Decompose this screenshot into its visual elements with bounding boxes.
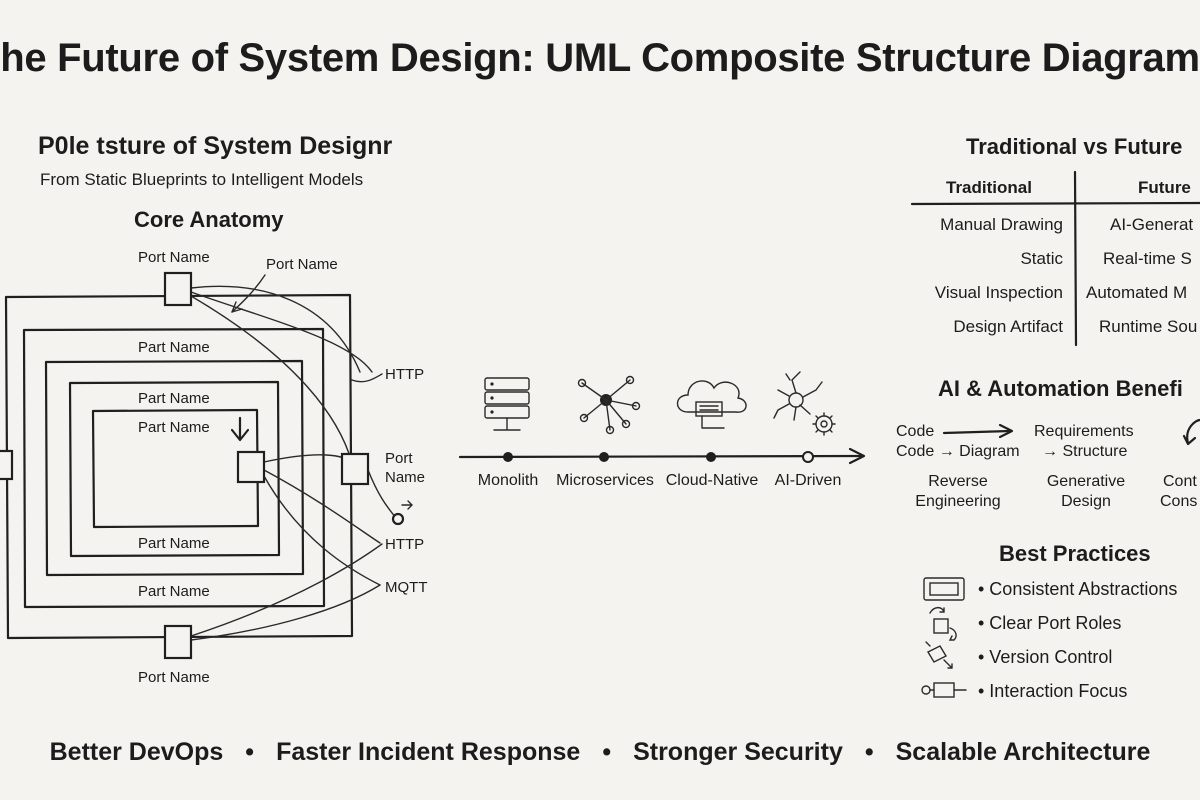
section-title: P0le tsture of System Designr — [38, 132, 393, 160]
best-practice-item: • Interaction Focus — [978, 681, 1128, 701]
version-control-icon — [925, 641, 953, 669]
ai-code-diagram-label: Code → Diagram — [896, 443, 1020, 460]
ai-consistency-label: Cons — [1160, 493, 1198, 510]
footer-item: Scalable Architecture — [895, 738, 1151, 766]
footer-separator: • — [245, 738, 255, 766]
anatomy-heading: Core Anatomy — [134, 207, 284, 232]
table-cell-future: AI-Generat — [1110, 215, 1194, 234]
table-cell-traditional: Static — [1020, 249, 1063, 268]
footer-separator: • — [602, 738, 612, 766]
interaction-icon — [921, 682, 967, 698]
timeline-node — [802, 451, 814, 463]
comparison-heading: Traditional vs Future — [966, 134, 1183, 159]
table-cell-traditional: Visual Inspection — [934, 283, 1063, 302]
ai-reverse-label: Reverse — [928, 473, 988, 490]
table-cell-future: Real-time S — [1103, 249, 1192, 268]
interface-label-mqtt: MQTT — [385, 579, 428, 596]
timeline-stage-ai-driven: AI-Driven — [774, 472, 842, 489]
ai-code-label: Code — [896, 423, 935, 440]
best-practice-item: • Consistent Abstractions — [978, 579, 1178, 599]
port-label-arrow: Port Name — [266, 256, 338, 273]
interface-label-http: HTTP — [385, 366, 425, 383]
cloud-icon — [676, 380, 747, 429]
footer-separator: • — [864, 738, 874, 766]
port-label-top: Port Name — [138, 249, 210, 266]
abstraction-icon — [923, 577, 965, 601]
footer-item: Faster Incident Response — [276, 738, 581, 766]
part-label: Part Name — [138, 390, 210, 407]
ai-generative-label: Generative — [1046, 473, 1126, 490]
ai-structure-label: → Structure — [1042, 443, 1128, 460]
ai-continuous-label: Cont — [1163, 473, 1197, 490]
port-roles-icon — [929, 606, 957, 641]
cycle-icon — [1186, 418, 1200, 445]
timeline-node — [503, 452, 513, 462]
part-label: Part Name — [138, 419, 210, 436]
part-label: Part Name — [138, 339, 210, 356]
main-title: he Future of System Design: UML Composit… — [0, 36, 1200, 80]
port-label-bottom: Port Name — [138, 669, 210, 686]
port-label-right: Name — [385, 469, 426, 486]
footer-benefits: Better DevOps • Faster Incident Response • S… — [0, 738, 1200, 767]
server-icon — [484, 377, 530, 431]
neural-gear-icon — [773, 371, 836, 436]
best-practices-heading: Best Practices — [999, 541, 1151, 566]
timeline-stage-cloud-native: Cloud-Native — [665, 472, 759, 489]
footer-item: Better DevOps — [49, 738, 224, 766]
part-label: Part Name — [138, 535, 210, 552]
table-cell-traditional: Design Artifact — [953, 317, 1063, 336]
ai-design-label: Design — [1061, 493, 1111, 510]
best-practice-item: • Version Control — [978, 647, 1113, 667]
footer-item: Stronger Security — [633, 738, 843, 766]
interface-label-http: HTTP — [385, 536, 425, 553]
table-cell-future: Runtime Sou — [1099, 317, 1198, 336]
ai-engineering-label: Engineering — [915, 493, 1001, 510]
timeline-node — [599, 452, 609, 462]
timeline-stage-microservices: Microservices — [556, 472, 654, 489]
table-cell-traditional: Manual Drawing — [940, 215, 1063, 234]
network-icon — [577, 375, 641, 435]
timeline-stage-monolith: Monolith — [477, 472, 539, 489]
part-label: Part Name — [138, 583, 210, 600]
section-tagline: From Static Blueprints to Intelligent Mo… — [40, 170, 364, 189]
best-practice-item: • Clear Port Roles — [978, 613, 1122, 633]
ai-requirements-label: Requirements — [1034, 423, 1134, 440]
timeline-node — [706, 452, 716, 462]
ai-heading: AI & Automation Benefi — [938, 376, 1183, 401]
table-cell-future: Automated M — [1086, 283, 1188, 302]
column-header-traditional: Traditional — [946, 178, 1032, 197]
port-label-right: Port — [385, 450, 413, 467]
column-header-future: Future — [1138, 178, 1191, 197]
